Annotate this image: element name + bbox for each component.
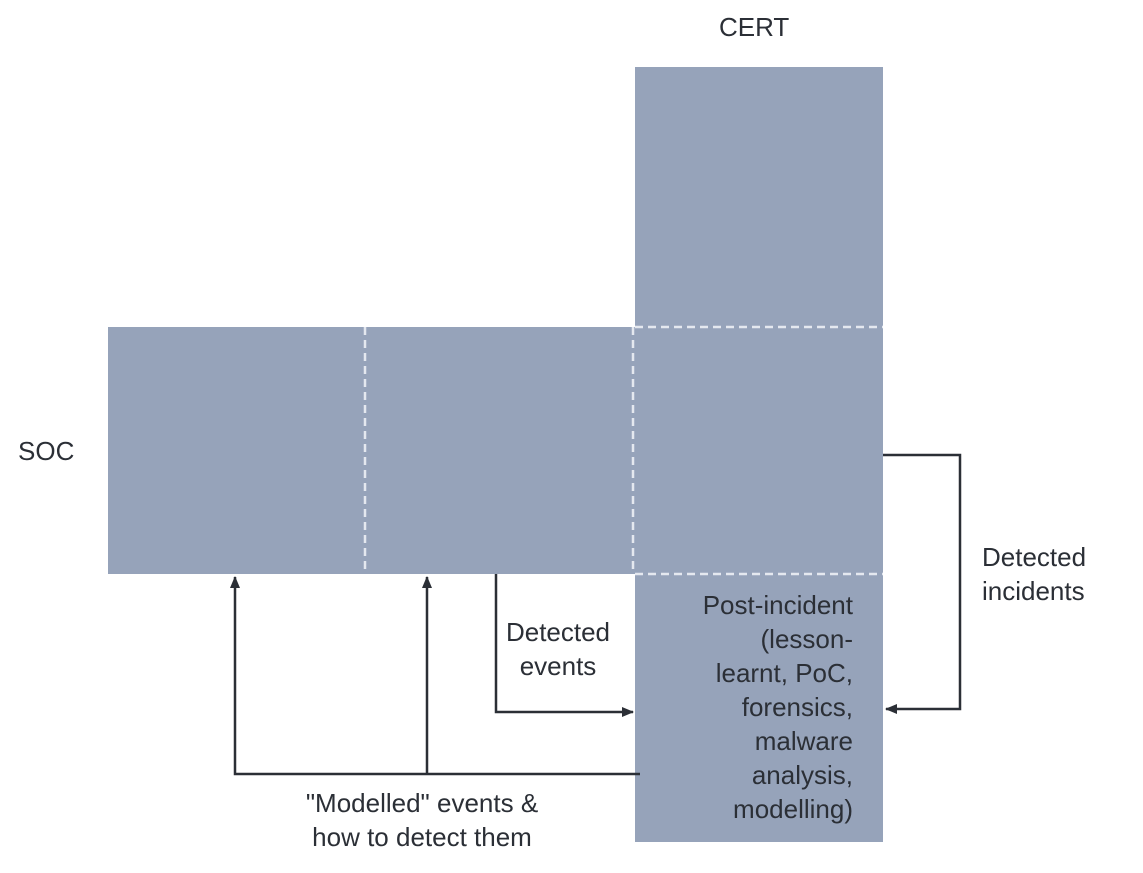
detected-events-line-2: events (519, 651, 597, 681)
modelled-events-line-1: "Modelled" events & (305, 788, 539, 818)
detected-incidents-line-1: Detected (982, 542, 1087, 572)
post-incident-line: analysis, (751, 760, 853, 790)
post-incident-label: Post-incident (lesson- learnt, PoC, fore… (633, 588, 853, 826)
cert-column (635, 67, 883, 842)
post-incident-line: modelling) (733, 794, 853, 824)
cert-label: CERT (719, 12, 790, 42)
detected-incidents-line-2: incidents (982, 576, 1085, 606)
post-incident-line: forensics, (741, 692, 853, 722)
modelled-events-line-2: how to detect them (312, 822, 532, 852)
post-incident-line: Post-incident (702, 590, 853, 620)
modelled-events-label: "Modelled" events & how to detect them (272, 786, 572, 854)
modelled-events-line (230, 576, 640, 776)
post-incident-line: learnt, PoC, (715, 658, 853, 688)
detected-events-label: Detected events (500, 615, 616, 683)
soc-label: SOC (18, 436, 75, 466)
detected-events-arrow (494, 574, 634, 717)
detected-incidents-arrow (883, 453, 962, 714)
detected-events-line-1: Detected (505, 617, 611, 647)
post-incident-line: malware (754, 726, 853, 756)
detected-incidents-label: Detected incidents (982, 540, 1086, 608)
post-incident-line: (lesson- (760, 624, 853, 654)
